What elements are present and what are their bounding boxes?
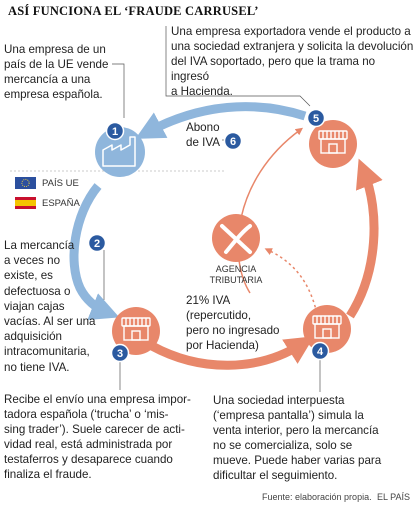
badge-4-number: 4 [317,346,324,358]
leader-1 [112,63,125,118]
arrow-export-to-eu [135,102,307,139]
arrow-iva-unpaid [264,248,319,319]
badge-2: 2 [87,233,107,253]
credit: EL PAÍS [377,492,411,502]
importer-node [112,307,160,355]
badge-3: 3 [110,343,130,363]
arrow-importer-to-pantalla [149,336,315,370]
badge-2-number: 2 [94,238,100,250]
store-icon [312,315,342,339]
agency-logo-icon [220,224,252,254]
factory-icon [102,136,136,167]
agency-node [212,214,260,262]
badge-6: 6 [223,131,243,151]
store-icon [121,317,151,341]
legend-eu-label: PAÍS UE [42,178,79,189]
page-title: ASÍ FUNCIONA EL ‘FRAUDE CARRUSEL’ [8,4,259,18]
badge-1-number: 1 [112,126,118,138]
source-note: Fuente: elaboración propia. [262,492,372,502]
step-4-text: Una sociedad interpuesta(‘empresa pantal… [213,394,382,482]
pantalla-node [303,305,351,353]
eu-flag-icon [15,177,36,189]
arrow-pantalla-to-exporter [346,158,383,319]
badge-3-number: 3 [117,348,123,360]
badge-6-number: 6 [230,136,236,148]
exporter-node [309,120,357,168]
legend-spain-label: ESPAÑA [42,198,80,209]
step-5-text: Una empresa exportadora vende el product… [171,25,414,98]
badge-1: 1 [105,121,125,141]
badge-5: 5 [306,108,326,128]
arrow-eu-to-spain [69,183,120,321]
spain-flag-icon [15,197,36,209]
badge-4: 4 [310,341,330,361]
leader-5 [165,26,311,107]
badge-5-number: 5 [313,113,319,125]
eu-company-node [95,127,145,177]
step-3-text: Recibe el envío una empresa impor-tadora… [4,393,191,481]
store-icon [318,130,348,154]
